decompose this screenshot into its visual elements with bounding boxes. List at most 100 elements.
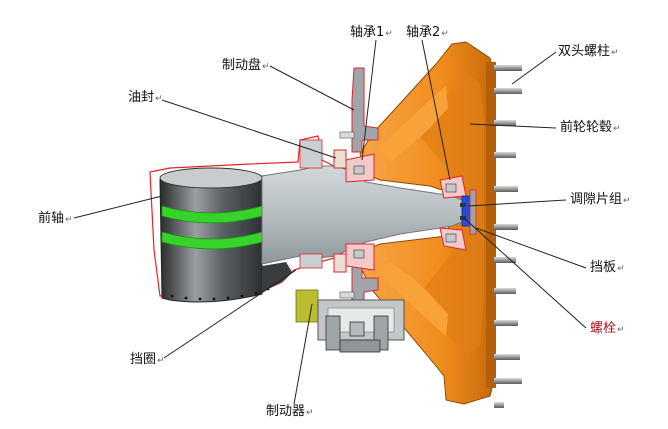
label-bolt-text: 螺栓	[590, 321, 617, 336]
label-bearing-2-text: 轴承2	[406, 25, 441, 40]
bolt-hole	[198, 297, 202, 301]
label-hub-text: 前轮轮毂	[560, 120, 613, 135]
leader-line-bearing2	[421, 39, 451, 181]
brake-disc-body	[351, 67, 379, 153]
hub-section-face-lower	[376, 262, 448, 336]
bolt-hole	[184, 296, 188, 300]
label-shim-group: 调隙片组↵	[570, 192, 631, 209]
shaft-collar-lower	[299, 253, 323, 269]
leader-line-hub	[469, 123, 557, 129]
stud	[494, 402, 504, 408]
label-bearing-2: 轴承2↵	[406, 25, 449, 42]
leader-line-baffle	[475, 227, 587, 269]
seal-bolt	[339, 291, 355, 299]
stud	[494, 152, 516, 158]
stud	[494, 186, 518, 192]
return-mark: ↵	[617, 264, 625, 274]
bearing-2	[439, 175, 477, 251]
bearing-2-roller	[445, 233, 457, 243]
label-front-axle-text: 前轴	[38, 211, 65, 226]
bearing-1-roller	[353, 165, 365, 175]
label-stud: 双头螺柱↵	[558, 44, 619, 61]
oil-seal	[333, 149, 347, 169]
return-mark: ↵	[617, 325, 625, 335]
return-mark: ↵	[385, 29, 393, 39]
leader-line-bearing1	[361, 39, 377, 161]
bearing-1-roller	[353, 249, 365, 259]
stud	[494, 257, 516, 263]
label-oil-seal-text: 油封	[128, 90, 155, 105]
stud	[494, 120, 516, 126]
label-hub: 前轮轮毂↵	[560, 120, 621, 137]
axle-step	[262, 262, 292, 292]
axle-cylinder-top	[159, 167, 263, 189]
leader-line-bolt	[463, 217, 587, 329]
leader-line-brake	[293, 303, 313, 405]
bolt-hole	[254, 291, 258, 295]
label-brake-disc: 制动盘↵	[222, 58, 270, 75]
label-retaining-ring-text: 挡圈	[130, 352, 157, 367]
bolt-head	[460, 216, 466, 220]
bolt-hole	[226, 296, 230, 300]
label-baffle: 挡板↵	[590, 260, 625, 277]
brake	[295, 289, 405, 353]
leader-line-front-axle	[73, 195, 163, 219]
leader-lines	[73, 39, 587, 405]
stud	[494, 354, 520, 360]
stud	[494, 288, 516, 294]
brake-piston	[339, 339, 381, 353]
hub-flange-face	[486, 62, 496, 388]
stud	[494, 65, 522, 71]
return-mark: ↵	[623, 196, 631, 206]
stud	[494, 224, 518, 230]
leader-line-oil-seal	[161, 99, 337, 159]
label-baffle-text: 挡板	[590, 260, 617, 275]
return-mark: ↵	[262, 62, 270, 72]
bearing-1	[333, 131, 375, 299]
label-bolt: 螺栓↵	[590, 321, 625, 338]
brake-bracket	[295, 289, 319, 323]
label-brake-text: 制动器	[266, 404, 306, 419]
leader-line-shim	[467, 199, 567, 207]
label-brake-disc-text: 制动盘	[222, 58, 262, 73]
return-mark: ↵	[613, 124, 621, 134]
double-end-studs	[494, 65, 522, 408]
label-shim-group-text: 调隙片组	[570, 192, 623, 207]
stud	[494, 378, 522, 384]
return-mark: ↵	[157, 356, 165, 366]
brake-nut	[349, 321, 365, 337]
return-mark: ↵	[611, 48, 619, 58]
bolt-hole	[212, 297, 216, 301]
leader-line-retaining-ring	[163, 269, 297, 359]
label-retaining-ring: 挡圈↵	[130, 352, 165, 369]
baffle-plate	[469, 189, 477, 235]
return-mark: ↵	[65, 215, 73, 225]
stud	[494, 88, 522, 94]
shaft-collar	[299, 139, 323, 169]
bolt-hole	[170, 294, 174, 298]
bolt-hole	[240, 294, 244, 298]
stud	[494, 320, 518, 326]
hub-cavity	[418, 74, 484, 358]
brake-bolt-left	[325, 315, 341, 351]
oil-seal-lower	[333, 253, 347, 273]
leader-line-stud	[511, 51, 557, 85]
label-bearing-1: 轴承1↵	[350, 25, 393, 42]
front-axle	[149, 135, 361, 303]
label-front-axle: 前轴↵	[38, 211, 73, 228]
label-oil-seal: 油封↵	[128, 90, 163, 107]
return-mark: ↵	[306, 408, 314, 418]
hub-section-face	[376, 86, 448, 162]
return-mark: ↵	[155, 94, 163, 104]
label-brake: 制动器↵	[266, 404, 314, 421]
label-stud-text: 双头螺柱	[558, 44, 611, 59]
seal-bolt	[339, 131, 355, 139]
label-bearing-1-text: 轴承1	[350, 25, 385, 40]
return-mark: ↵	[441, 29, 449, 39]
bolt-head	[460, 203, 466, 207]
leader-line-brake-disc	[269, 65, 355, 111]
bearing-2-roller	[445, 183, 457, 193]
shim-group	[461, 195, 471, 227]
